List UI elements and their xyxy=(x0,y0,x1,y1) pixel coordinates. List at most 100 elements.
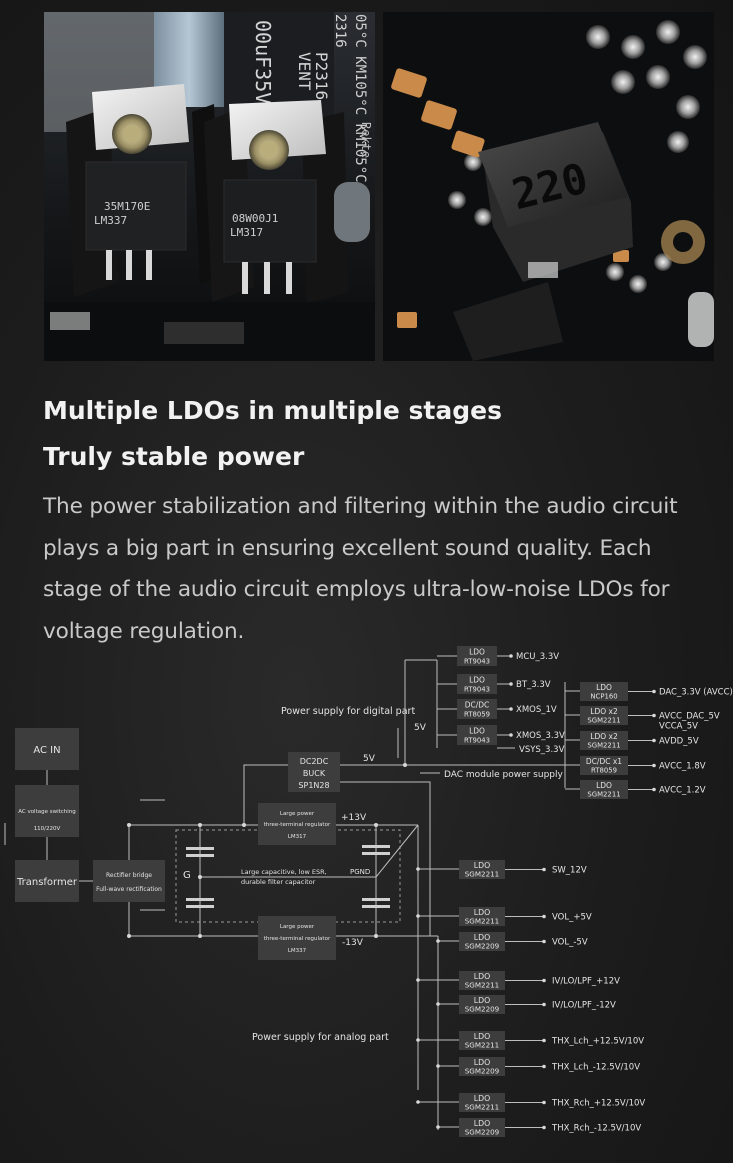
digital-ldo-3-name: DC/DC xyxy=(465,700,490,709)
capacitor-label-1: Large capacitive, low ESR, xyxy=(241,868,327,876)
dac-ldo-5-name: LDO xyxy=(596,781,612,790)
dc2dc-label-3: SP1N28 xyxy=(298,781,329,790)
dac-ldo-4-box xyxy=(580,756,628,775)
analog-ldo-3-part: SGM2209 xyxy=(465,942,500,951)
rectifier-label-1: Rectifier bridge xyxy=(106,872,152,879)
digital-ldo-3-box xyxy=(457,699,497,719)
ac-in-box xyxy=(15,728,79,770)
dc2dc-label-1: DC2DC xyxy=(300,757,329,766)
minus13-label: -13V xyxy=(342,938,364,948)
body-line-1: The power stabilization and filtering wi… xyxy=(43,494,678,519)
analog-ldo-5-part: SGM2209 xyxy=(465,1005,500,1014)
body-line-3: stage of the audio circuit employs ultra… xyxy=(43,577,670,602)
digital-supply-label: Power supply for digital part xyxy=(281,706,415,717)
regulator-1-marking-1: 35M170E xyxy=(104,200,150,213)
body-paragraph: The power stabilization and filtering wi… xyxy=(43,486,733,652)
rectifier-label-2: Full-wave rectification xyxy=(96,886,162,893)
dc2dc-buck-box xyxy=(288,752,340,792)
lm317-label-3: LM317 xyxy=(288,834,307,840)
lm337-label-2: three-terminal regulator xyxy=(264,936,331,942)
vsys-label: VSYS_3.3V xyxy=(519,745,565,755)
analog-ldo-2-output: VOL_+5V xyxy=(552,913,592,923)
digital-ldo-4-output: XMOS_3.3V xyxy=(516,731,565,741)
digital-ldo-4-name: LDO xyxy=(469,726,485,735)
analog-ldo-4-box xyxy=(459,971,505,990)
analog-ldo-6-box xyxy=(459,1031,505,1050)
regulator-2-marking-1: 08W00J1 xyxy=(232,212,278,225)
analog-ldo-7-part: SGM2209 xyxy=(465,1067,500,1076)
dac-ldo-2-output-2: VCCA_5V xyxy=(659,722,698,732)
analog-ldo-2-name: LDO xyxy=(474,908,491,917)
plus13-label: +13V xyxy=(341,813,367,823)
dac-ldo-5-output: AVCC_1.2V xyxy=(659,786,706,796)
dc2dc-label-2: BUCK xyxy=(303,769,326,778)
lm317-regulator-box xyxy=(258,803,336,845)
wire-dc2dc-in xyxy=(243,764,288,825)
analog-ldo-2-box xyxy=(459,907,505,926)
analog-ldo-1-name: LDO xyxy=(474,861,491,870)
dac-ldo-3-name: LDO x2 xyxy=(590,732,618,741)
regulator-2-marking-2: LM317 xyxy=(230,226,263,239)
dac-ldo-2-output: AVCC_DAC_5V xyxy=(659,712,720,722)
digital-ldo-4-box xyxy=(457,725,497,745)
dac-ldo-2-name: LDO x2 xyxy=(590,707,618,716)
analog-ldo-6-part: SGM2211 xyxy=(465,1041,499,1050)
dac-ldo-2-box xyxy=(580,706,628,725)
digital-ldo-4: LDO RT9043 XMOS_3.3V xyxy=(457,725,565,745)
dac-ldo-5-box xyxy=(580,780,628,799)
digital-ldo-2-box xyxy=(457,674,497,694)
analog-ldo-1-part: SGM2211 xyxy=(465,870,499,879)
analog-ldo-4-name: LDO xyxy=(474,972,491,981)
dac-ldo-3-output: AVDD_5V xyxy=(659,737,699,747)
dac-ldo-1-box xyxy=(580,682,628,701)
digital-ldo-4-part: RT9043 xyxy=(464,737,490,745)
analog-ldo-3-output: VOL_-5V xyxy=(552,938,588,948)
analog-ldo-1-box xyxy=(459,860,505,879)
board-print-1: 05°C KM105°C KM105°C xyxy=(352,14,368,183)
inductor-photo-art: 220 xyxy=(383,12,714,361)
analog-ldo-7-box xyxy=(459,1057,505,1076)
analog-ldo-9-name: LDO xyxy=(474,1119,491,1128)
analog-ldo-4-output: IV/LO/LPF_+12V xyxy=(552,977,620,987)
regulator-1-marking-2: LM337 xyxy=(94,214,127,227)
dac-ldo-2-part: SGM2211 xyxy=(587,717,620,725)
dac-ldo-3-box xyxy=(580,731,628,750)
digital-ldo-3-output: XMOS_1V xyxy=(516,705,557,715)
ac-switch-box xyxy=(15,785,79,837)
analog-ldo-2-part: SGM2211 xyxy=(465,917,499,926)
analog-ldo-3-name: LDO xyxy=(474,933,491,942)
dac-module-label: DAC module power supply xyxy=(444,770,564,780)
analog-ldo-5-output: IV/LO/LPF_-12V xyxy=(552,1001,616,1011)
digital-ldo-1-output: MCU_3.3V xyxy=(516,652,559,662)
rectifier-box xyxy=(93,860,165,902)
power-supply-diagram: AC IN AC voltage switching 110/220V Tran… xyxy=(4,646,733,1137)
wire-pgnd-diag xyxy=(375,824,419,878)
analog-ldo-8-box xyxy=(459,1093,505,1112)
dac-ldo-1-part: NCP160 xyxy=(590,693,617,701)
digital-ldo-2-part: RT9043 xyxy=(464,686,490,694)
body-line-2: plays a big part in ensuring excellent s… xyxy=(43,535,652,561)
analog-ldo-9-box xyxy=(459,1118,505,1137)
analog-ldo-7-name: LDO xyxy=(474,1058,491,1067)
dac-ldo-3-part: SGM2211 xyxy=(587,742,620,750)
dac-ldo-1-name: LDO xyxy=(596,683,612,692)
ac-switch-label-2: 110/220V xyxy=(34,826,61,832)
capacitor-label-2: durable filter capacitor xyxy=(241,878,316,886)
analog-ldo-8-part: SGM2211 xyxy=(465,1103,499,1112)
analog-ldo-6-output: THX_Lch_+12.5V/10V xyxy=(551,1037,644,1047)
board-print-2: 2316 xyxy=(332,14,348,48)
ac-in-label: AC IN xyxy=(33,745,60,756)
headline-primary: Multiple LDOs in multiple stages xyxy=(43,396,502,425)
